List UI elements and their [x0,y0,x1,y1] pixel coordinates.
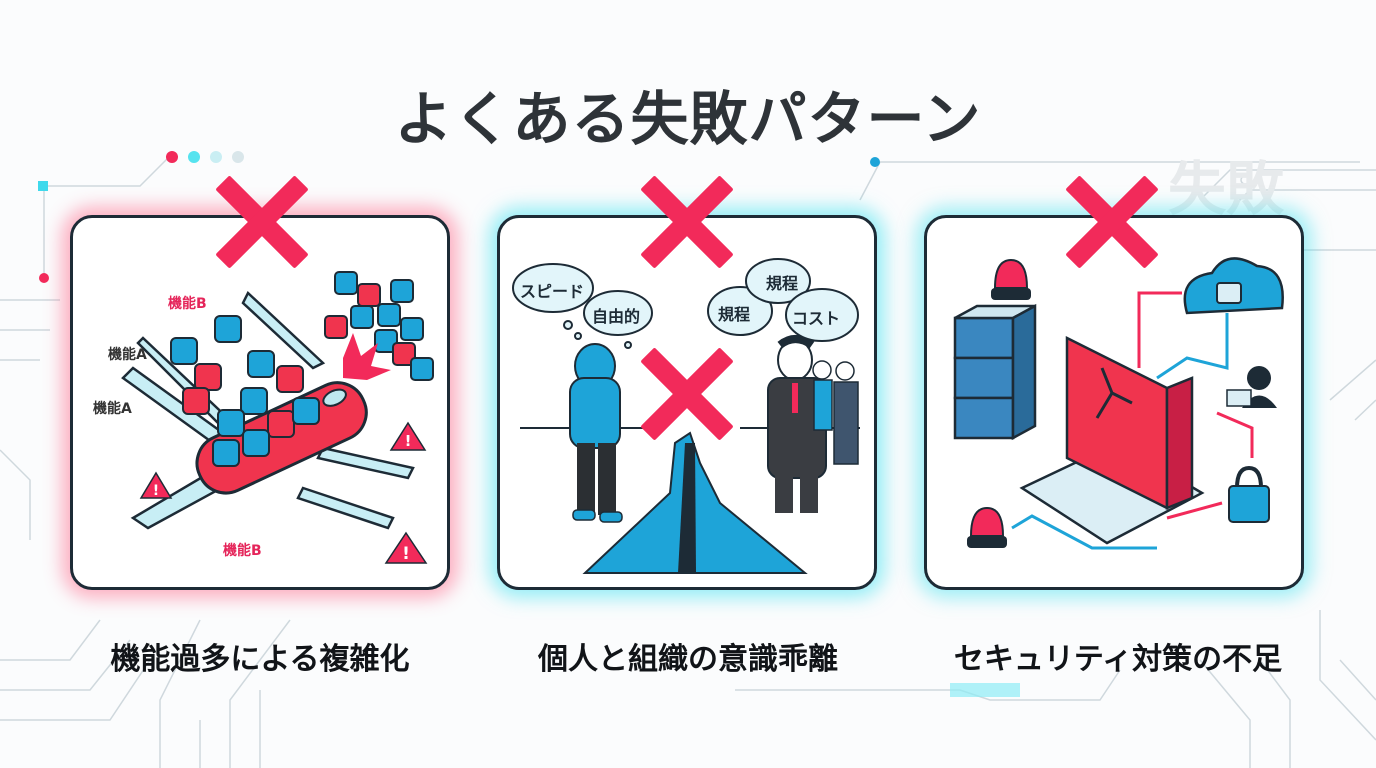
watermark-text: 失敗 [1168,155,1285,223]
svg-text:!: ! [405,432,412,450]
app-icon [276,365,304,393]
tools-icon [240,387,268,415]
warning-icon: ! [139,471,173,499]
x-mark-icon [1066,176,1158,268]
caption-feature-overload: 機能過多による複雑化 [110,642,410,677]
alarm-light-icon [991,258,1031,300]
caption-individual-vs-organization: 個人と組織の意識乖離 [538,642,838,677]
padlock-icon [1228,465,1270,523]
security-illustration [953,257,1284,550]
feature-label: 機能A [108,347,147,363]
panel-individual-vs-organization: スピード 自由的 規程 規程 コスト [497,215,877,590]
gap-illustration [512,258,860,574]
panel-feature-overload: ! ! ! 機能B 機能A 機能A 機能B [70,215,450,590]
thought-bubble-text: 自由的 [592,307,641,326]
x-mark-icon [641,176,733,268]
panel-security-gap [924,215,1304,590]
thought-bubble [512,263,594,313]
decor-dot [232,151,244,163]
decor-dot [210,151,222,163]
swiss-army-knife-illustration: ! ! ! [121,271,434,564]
cloud-lock-icon [1183,257,1284,315]
speech-bubble-text: 規程 [718,305,751,324]
warning-icon: ! [389,421,427,451]
decor-dot [166,151,178,163]
firewall-icon [1065,335,1194,511]
page-title: よくある失敗パターン [394,85,982,153]
explosion-icon [343,333,391,380]
colleagues-icon [812,360,859,465]
speech-bubble [745,258,811,304]
manager-icon [767,335,827,513]
speech-bubble [785,288,859,342]
thought-bubble-text: スピード [520,282,585,301]
app-icon [242,429,270,457]
hacker-icon [1226,366,1277,408]
app-icon [194,363,222,391]
chart-icon [182,387,210,415]
app-icon [267,410,295,438]
feature-label: 機能B [223,543,262,559]
speech-bubble-text: 規程 [766,274,799,293]
alarm-light-icon [967,506,1007,548]
wrench-icon [247,350,275,378]
speech-bubble [707,286,773,336]
server-icon [953,303,1037,441]
feature-label: 機能B [168,296,207,312]
speech-bubble-text: コスト [792,309,841,328]
app-icon [170,337,198,365]
svg-text:!: ! [153,483,159,499]
thought-bubble [583,290,653,336]
tools-icon [212,439,240,467]
caption-security-gap: セキュリティ対策の不足 [953,642,1283,677]
person-hoodie-icon [569,343,623,523]
x-mark-icon [216,176,308,268]
warning-icon: ! [384,531,428,564]
inner-x-mark-icon [641,348,733,440]
app-icon [217,409,245,437]
app-icon [292,397,320,425]
decor-dots [166,151,244,163]
gear-icon [214,315,242,343]
svg-text:!: ! [402,544,410,564]
feature-label: 機能A [93,401,132,417]
decor-dot [188,151,200,163]
